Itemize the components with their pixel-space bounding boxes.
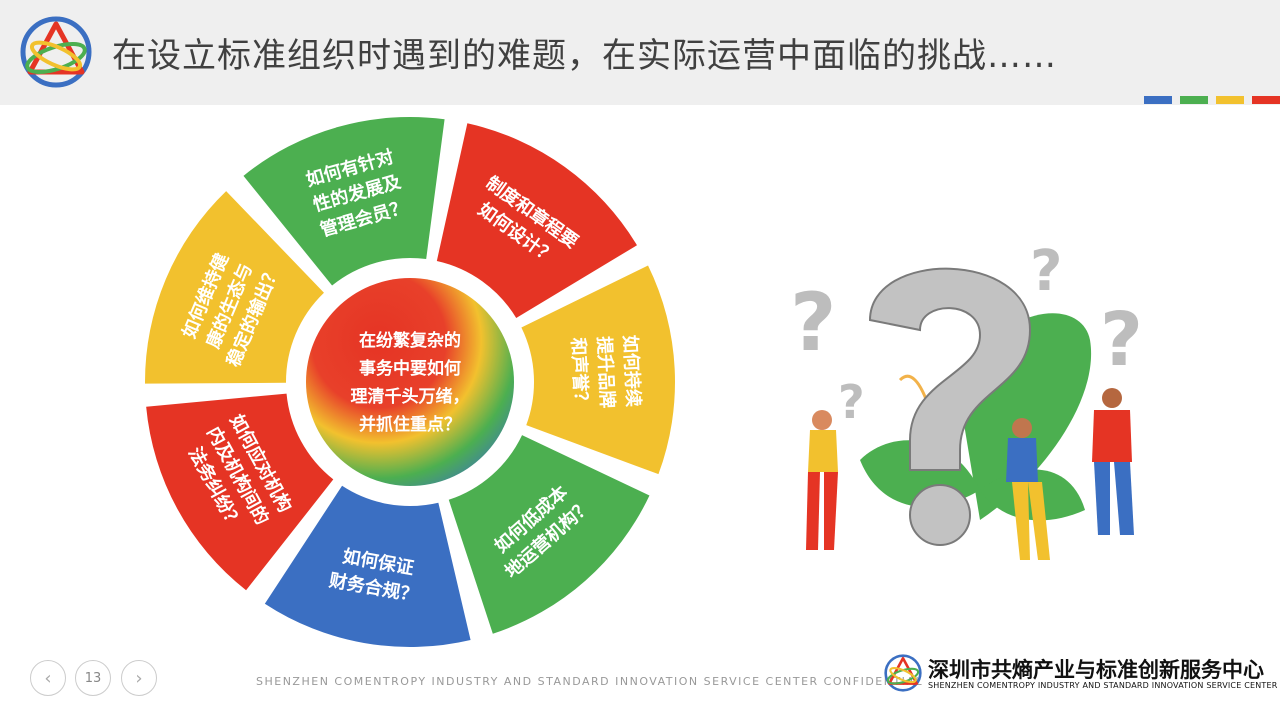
- organization-name: 深圳市共熵产业与标准创新服务中心: [928, 658, 1264, 682]
- previous-page-button[interactable]: ‹: [30, 660, 66, 696]
- wheel-label-brand: 如何持续提升品牌和声誉？: [567, 334, 644, 410]
- svg-text:?: ?: [1030, 239, 1062, 304]
- organization-logo: [20, 16, 92, 88]
- accent-bar-green: [1180, 96, 1208, 104]
- wheel-segment-lowcost: [448, 435, 650, 634]
- page-number: 13: [75, 660, 111, 696]
- wheel-segment-legal: [146, 393, 334, 591]
- wheel-label-line: 如何持续: [619, 334, 645, 407]
- organization-brand: 深圳市共熵产业与标准创新服务中心 SHENZHEN COMENTROPY IND…: [882, 652, 1277, 694]
- question-mark-illustration: ? ? ? ?: [790, 239, 1143, 560]
- confidential-footer: SHENZHEN COMENTROPY INDUSTRY AND STANDAR…: [256, 675, 924, 688]
- slide-header: 在设立标准组织时遇到的难题，在实际运营中面临的挑战……: [0, 0, 1280, 105]
- wheel-label-line: 提升品牌: [593, 336, 619, 409]
- wheel-segment-finance: [264, 485, 471, 648]
- wheel-center-question: 在纷繁复杂的事务中要如何理清千头万绪， 并抓住重点？: [351, 330, 470, 435]
- wheel-segment-ecosystem: [145, 191, 324, 384]
- center-question-line: 事务中要如何: [359, 358, 461, 379]
- accent-color-bars: [1144, 96, 1280, 104]
- wheel-label-line: 和声誉？: [567, 337, 593, 410]
- chevron-right-icon: ›: [135, 667, 143, 689]
- accent-bar-yellow: [1216, 96, 1244, 104]
- organization-logo-small: [884, 654, 922, 692]
- organization-name-english: SHENZHEN COMENTROPY INDUSTRY AND STANDAR…: [928, 681, 1278, 690]
- wheel-segment-bylaws: [436, 123, 637, 319]
- page-title: 在设立标准组织时遇到的难题，在实际运营中面临的挑战……: [112, 36, 1057, 76]
- chevron-left-icon: ‹: [44, 667, 52, 689]
- svg-text:?: ?: [838, 375, 865, 429]
- svg-text:?: ?: [1100, 297, 1143, 383]
- center-question-line: 在纷繁复杂的: [359, 330, 461, 351]
- center-question-line: 理清千头万绪，: [351, 386, 470, 407]
- next-page-button[interactable]: ›: [121, 660, 157, 696]
- svg-text:?: ?: [790, 276, 836, 369]
- wheel-center-circle: [306, 278, 514, 486]
- wheel-segment-members: [243, 117, 445, 286]
- accent-bar-blue: [1144, 96, 1172, 104]
- wheel-segment-brand: [521, 265, 675, 475]
- accent-bar-red: [1252, 96, 1280, 104]
- center-question-line: 并抓住重点？: [359, 414, 461, 435]
- challenge-wheel: 在纷繁复杂的事务中要如何理清千头万绪，并抓住重点？ 制度和章程要如何设计？如何持…: [145, 117, 675, 648]
